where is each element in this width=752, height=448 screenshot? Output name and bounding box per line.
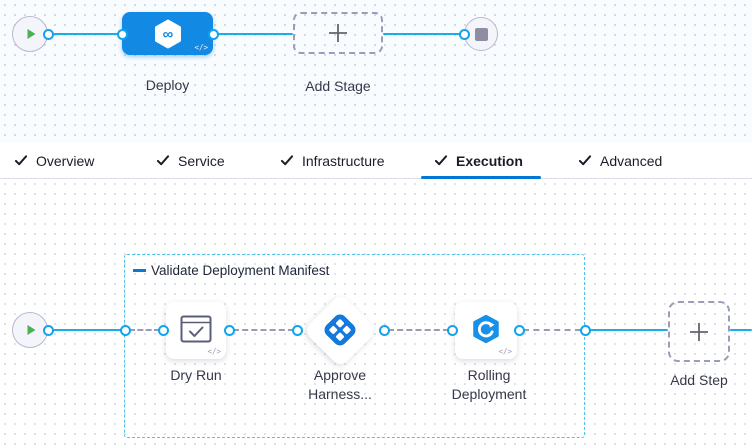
harness-cd-icon: ∞	[154, 19, 182, 49]
check-icon	[156, 153, 170, 169]
tab-advanced[interactable]: Advanced	[578, 143, 662, 178]
stage-label: Deploy	[145, 77, 190, 93]
connector-port	[513, 324, 525, 336]
tab-service[interactable]: Service	[156, 143, 225, 178]
active-tab-underline	[421, 176, 541, 179]
connector-port	[579, 324, 591, 336]
check-icon	[280, 153, 294, 169]
connector-line	[48, 32, 122, 36]
code-view-icon[interactable]: </>	[207, 347, 221, 356]
code-view-icon[interactable]: </>	[498, 347, 512, 356]
tab-label: Overview	[36, 152, 95, 169]
rolling-deployment-icon	[469, 313, 503, 345]
add-step-label: Add Step	[670, 372, 728, 388]
stop-icon	[474, 27, 488, 41]
step-node-rolling-deployment[interactable]: </>	[455, 302, 517, 359]
check-icon	[434, 153, 448, 169]
connector-port	[446, 324, 458, 336]
add-stage-label: Add Stage	[305, 78, 371, 94]
connector-port	[119, 324, 131, 336]
dry-run-check-window-icon	[180, 315, 212, 343]
connector-port	[157, 324, 169, 336]
connector-port	[223, 324, 235, 336]
stage-node-deploy[interactable]: ∞ </>	[122, 12, 213, 55]
connector-port	[458, 28, 470, 40]
step-group-title: Validate Deployment Manifest	[151, 263, 330, 278]
connector-line	[213, 32, 293, 36]
step-label-approve: Approve Harness...	[308, 367, 372, 402]
tab-overview[interactable]: Overview	[14, 143, 94, 178]
play-icon	[24, 27, 38, 41]
pipeline-end-node	[464, 17, 498, 51]
code-view-icon[interactable]: </>	[194, 43, 208, 52]
connector-port	[42, 324, 54, 336]
stage-config-tabbar: Overview Service Infrastructure Executio…	[0, 143, 752, 179]
plus-icon	[327, 22, 349, 44]
connector-port	[291, 324, 303, 336]
connector-port	[207, 28, 219, 40]
step-label-rolling-deployment: Rolling Deployment	[451, 367, 527, 402]
plus-icon	[688, 321, 710, 343]
step-label-dry-run: Dry Run	[170, 367, 222, 383]
connector-line	[730, 328, 752, 332]
approval-icon	[320, 310, 360, 355]
connector-port	[378, 324, 390, 336]
connector-dashed-line	[129, 328, 160, 331]
step-group-boundary[interactable]	[124, 254, 585, 438]
tab-label: Service	[178, 152, 225, 169]
step-node-dry-run[interactable]: </>	[166, 302, 226, 359]
svg-text:∞: ∞	[162, 26, 173, 43]
execution-graph-canvas[interactable]: Validate Deployment Manifest </>	[0, 179, 752, 448]
pipeline-start-node	[12, 16, 48, 52]
check-icon	[14, 153, 28, 169]
connector-line	[585, 328, 668, 332]
add-stage-button[interactable]	[293, 12, 383, 54]
tab-label: Execution	[456, 152, 523, 169]
connector-line	[383, 32, 464, 36]
tab-label: Advanced	[600, 152, 663, 169]
stage-graph-canvas[interactable]: ∞ </> Deploy Add Stage	[0, 0, 752, 143]
step-group-label[interactable]: Validate Deployment Manifest	[133, 263, 329, 278]
connector-port	[116, 28, 128, 40]
tab-label: Infrastructure	[302, 152, 385, 169]
connector-line	[48, 328, 125, 332]
play-icon	[24, 323, 38, 337]
collapse-dash-icon	[133, 269, 146, 272]
add-step-button[interactable]	[668, 301, 730, 362]
connector-dashed-line	[523, 328, 581, 331]
tab-execution[interactable]: Execution	[434, 143, 523, 178]
check-icon	[578, 153, 592, 169]
connector-port	[42, 28, 54, 40]
connector-dashed-line	[233, 328, 294, 331]
connector-dashed-line	[388, 328, 449, 331]
tab-infrastructure[interactable]: Infrastructure	[280, 143, 384, 178]
